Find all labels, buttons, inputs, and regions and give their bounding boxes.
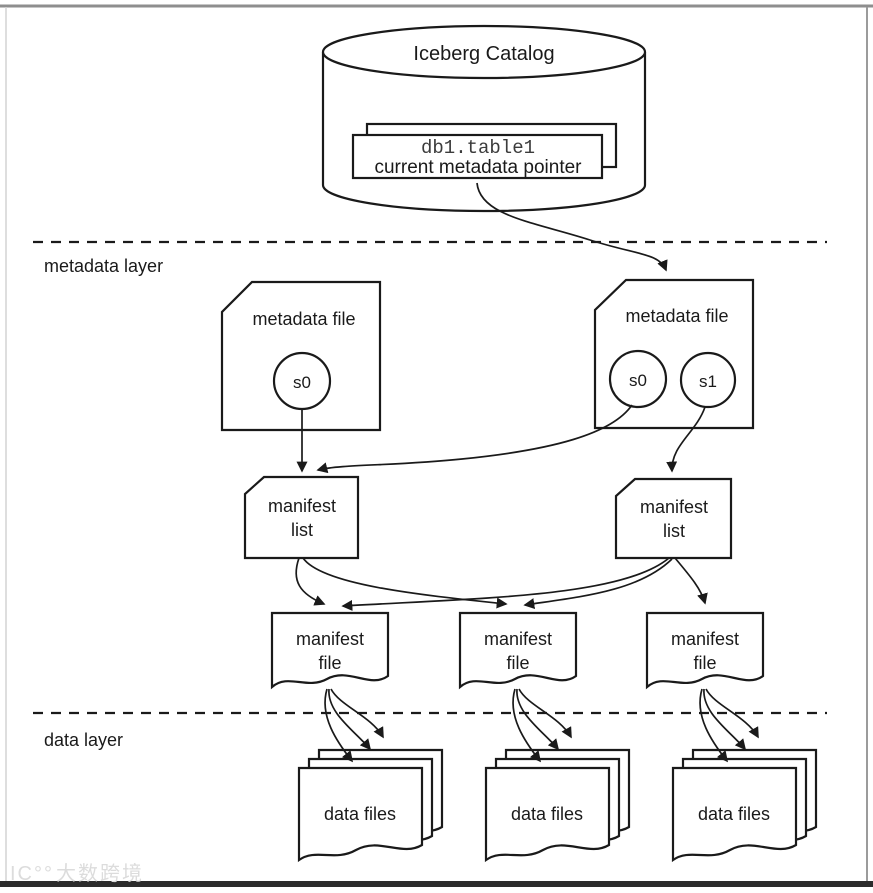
arrow-manifest-file-left-to-data-1 xyxy=(324,688,354,763)
snapshot-label-s1: s1 xyxy=(699,372,717,391)
manifest-list-shape xyxy=(614,477,733,560)
manifest-file-shape xyxy=(458,611,578,690)
data-files-stack-middle: data files xyxy=(484,748,631,862)
data-files-stack-left: data files xyxy=(297,748,444,862)
manifest-file-label-line1: manifest xyxy=(296,629,364,649)
arrow-manifest-file-left-to-data-3 xyxy=(330,688,384,739)
frame-bottom-bar xyxy=(0,881,873,887)
metadata-file-shape xyxy=(593,278,755,430)
arrow-manifest-list-left-to-manifest-file-middle xyxy=(302,557,508,609)
manifest-file-label-line1: manifest xyxy=(671,629,739,649)
snapshot-circle-s0 xyxy=(608,349,668,409)
arrow-manifest-file-middle-to-data-2 xyxy=(516,688,560,751)
manifest-list-label-line2: list xyxy=(291,520,313,540)
arrow-manifest-list-left-to-manifest-file-left xyxy=(295,557,326,606)
manifest-file-node-right: manifest file xyxy=(645,611,765,690)
data-files-label: data files xyxy=(698,804,770,824)
manifest-file-shape xyxy=(645,611,765,690)
manifest-file-node-middle: manifest file xyxy=(458,611,578,690)
arrow-manifest-list-right-to-manifest-file-middle xyxy=(523,558,673,610)
iceberg-catalog-node: Iceberg Catalog db1.table1 current metad… xyxy=(321,24,647,213)
manifest-list-label-line1: manifest xyxy=(268,496,336,516)
snapshot-circle-s1 xyxy=(679,351,737,409)
metadata-file-label: metadata file xyxy=(252,309,355,329)
catalog-cylinder-top xyxy=(321,24,647,80)
arrow-right-s0-to-manifest-list-left xyxy=(316,404,633,474)
arrow-right-s1-to-manifest-list-right xyxy=(666,406,706,473)
arrow-manifest-file-left-to-data-2 xyxy=(328,688,372,751)
arrow-manifest-file-right-to-data-1 xyxy=(699,688,729,763)
manifest-list-label-line2: list xyxy=(663,521,685,541)
catalog-table-name: db1.table1 xyxy=(421,137,535,159)
manifest-file-label-line2: file xyxy=(506,653,529,673)
watermark-label: 大数跨境 xyxy=(56,862,144,885)
manifest-file-label-line1: manifest xyxy=(484,629,552,649)
arrow-manifest-file-right-to-data-3 xyxy=(705,688,759,739)
metadata-layer-label: metadata layer xyxy=(44,256,163,276)
data-files-stack-right: data files xyxy=(671,748,818,862)
arrow-catalog-to-metadata-file-right xyxy=(476,182,668,272)
manifest-file-label-line2: file xyxy=(318,653,341,673)
metadata-file-node-left: metadata file s0 xyxy=(220,280,382,432)
arrow-manifest-list-right-to-manifest-file-left xyxy=(341,557,670,611)
diagram-arrows xyxy=(295,182,759,763)
arrow-manifest-file-right-to-data-2 xyxy=(703,688,747,751)
catalog-title: Iceberg Catalog xyxy=(413,43,554,65)
metadata-file-node-right: metadata file s0 s1 xyxy=(593,278,755,430)
manifest-list-shape xyxy=(243,475,360,560)
metadata-file-label: metadata file xyxy=(625,306,728,326)
snapshot-label-s0: s0 xyxy=(293,373,311,392)
page-frame xyxy=(0,4,873,887)
manifest-list-label-line1: manifest xyxy=(640,497,708,517)
watermark-logo: IC°° xyxy=(10,863,54,885)
metadata-pointer-card-front xyxy=(351,133,604,180)
arrow-manifest-file-middle-to-data-3 xyxy=(518,688,572,739)
manifest-file-shape xyxy=(270,611,390,690)
data-files-label: data files xyxy=(324,804,396,824)
catalog-pointer-label: current metadata pointer xyxy=(374,157,582,178)
snapshot-label-s0: s0 xyxy=(629,371,647,390)
manifest-file-label-line2: file xyxy=(693,653,716,673)
data-files-label: data files xyxy=(511,804,583,824)
arrow-manifest-file-middle-to-data-1 xyxy=(512,688,542,763)
manifest-list-node-right: manifest list xyxy=(614,477,733,560)
watermark: IC°° 大数跨境 xyxy=(10,862,144,885)
arrow-manifest-list-right-to-manifest-file-right xyxy=(674,557,708,605)
manifest-list-node-left: manifest list xyxy=(243,475,360,560)
manifest-file-node-left: manifest file xyxy=(270,611,390,690)
data-layer-label: data layer xyxy=(44,730,123,750)
